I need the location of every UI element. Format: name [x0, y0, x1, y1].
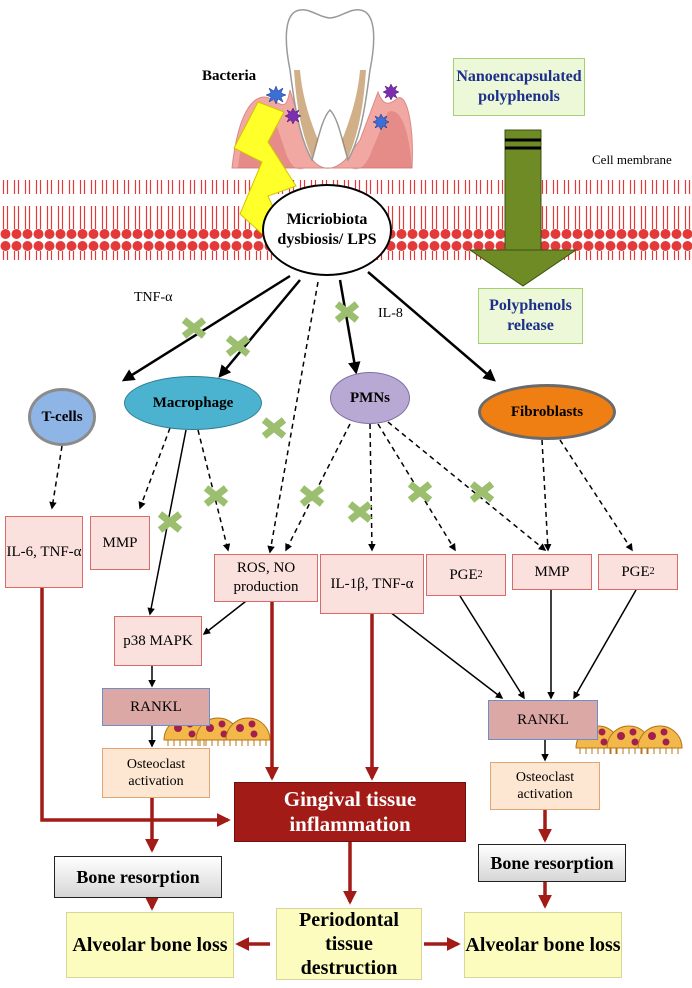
tnf-alpha-label: TNF-α	[134, 290, 173, 305]
block-x	[261, 417, 287, 439]
block-x	[203, 485, 229, 507]
periodontal-destruction-box: Periodontal tissue destruction	[276, 908, 422, 980]
alveolar-bone-loss-right-box: Alveolar bone loss	[464, 912, 622, 978]
block-x	[181, 317, 207, 339]
fibroblasts-node: Fibroblasts	[478, 384, 616, 440]
il1-box: IL-1β, TNF-α	[320, 554, 424, 614]
bone-resorption-right-box: Bone resorption	[478, 844, 626, 882]
mmp-left-box: MMP	[90, 516, 150, 570]
rankl-left-box: RANKL	[102, 688, 210, 726]
block-x	[157, 511, 183, 533]
pge-b-label: PGE	[621, 563, 650, 580]
block-x	[299, 485, 325, 507]
release-arrow	[468, 129, 578, 287]
rankl-right-box: RANKL	[488, 700, 598, 740]
alveolar-bone-loss-left-box: Alveolar bone loss	[66, 912, 234, 978]
macrophage-node: Macrophage	[124, 376, 262, 430]
mmp-right-box: MMP	[512, 554, 592, 590]
osteo-right-box: Osteoclast activation	[490, 762, 600, 810]
osteoclast-icon	[163, 717, 271, 746]
block-x	[347, 501, 373, 523]
pge-a-label: PGE	[449, 566, 478, 583]
pmns-node: PMNs	[330, 372, 410, 424]
bacteria-icon	[265, 85, 287, 105]
nanoencapsulated-box: Nanoencapsulated polyphenols	[453, 58, 585, 116]
il8-label: IL-8	[378, 306, 403, 321]
cell-membrane-label: Cell membrane	[592, 152, 672, 167]
block-x	[469, 481, 495, 503]
osteoclast-icon	[575, 725, 683, 754]
bone-resorption-left-box: Bone resorption	[54, 856, 222, 898]
bacteria-label: Bacteria	[202, 68, 257, 84]
ros-box: ROS, NO production	[214, 554, 318, 602]
il6-box: IL-6, TNF-α	[5, 516, 83, 588]
polyphenols-release-box: Polyphenols release	[478, 288, 583, 344]
pge-a-subscript: 2	[477, 568, 483, 580]
tcells-node: T-cells	[28, 388, 96, 446]
inhibition-marks	[157, 301, 495, 533]
dysbiosis-node: Micriobiota dysbiosis/ LPS	[262, 184, 392, 276]
pge-b-subscript: 2	[649, 565, 655, 577]
block-x	[225, 335, 251, 357]
gingival-inflammation-box: Gingival tissue inflammation	[234, 782, 466, 842]
block-x	[407, 481, 433, 503]
block-x	[334, 301, 360, 323]
p38-box: p38 MAPK	[114, 616, 202, 666]
osteo-left-box: Osteoclast activation	[102, 748, 210, 798]
